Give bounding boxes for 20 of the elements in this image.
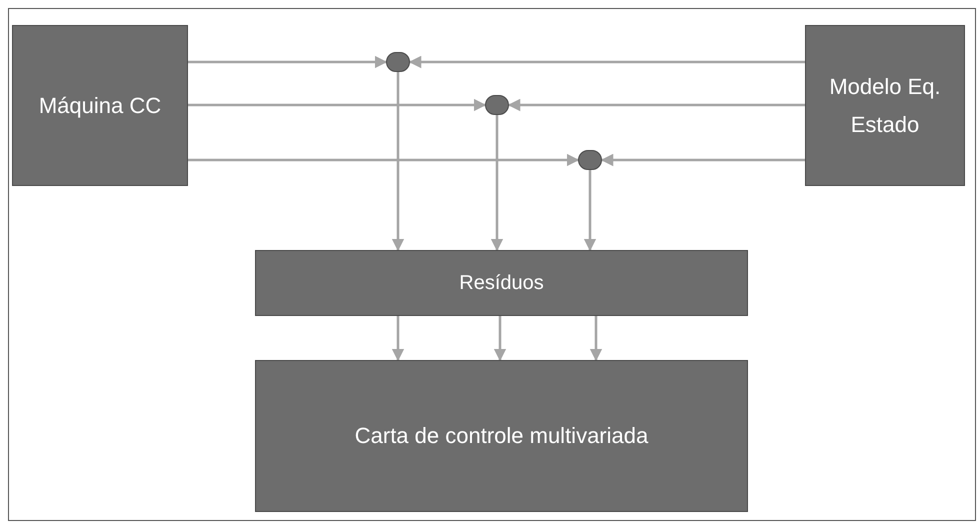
box-label: Carta de controle multivariada	[354, 422, 650, 450]
arrow	[490, 115, 504, 252]
process-box	[255, 250, 748, 316]
arrow	[494, 316, 506, 362]
process-box	[12, 25, 188, 186]
arrow	[188, 56, 388, 68]
arrow	[392, 72, 404, 252]
arrow	[188, 98, 486, 112]
arrow	[392, 316, 404, 362]
process-box	[805, 25, 965, 186]
box-label: Máquina CC	[38, 92, 162, 120]
box-label: Modelo Eq. Estado	[828, 73, 942, 138]
box-label: Resíduos	[458, 271, 545, 296]
process-box	[255, 360, 748, 512]
arrow	[508, 98, 805, 112]
arrow	[600, 154, 805, 166]
arrow	[590, 316, 602, 362]
arrow	[408, 56, 805, 68]
arrow	[584, 170, 596, 252]
arrow	[188, 154, 580, 166]
